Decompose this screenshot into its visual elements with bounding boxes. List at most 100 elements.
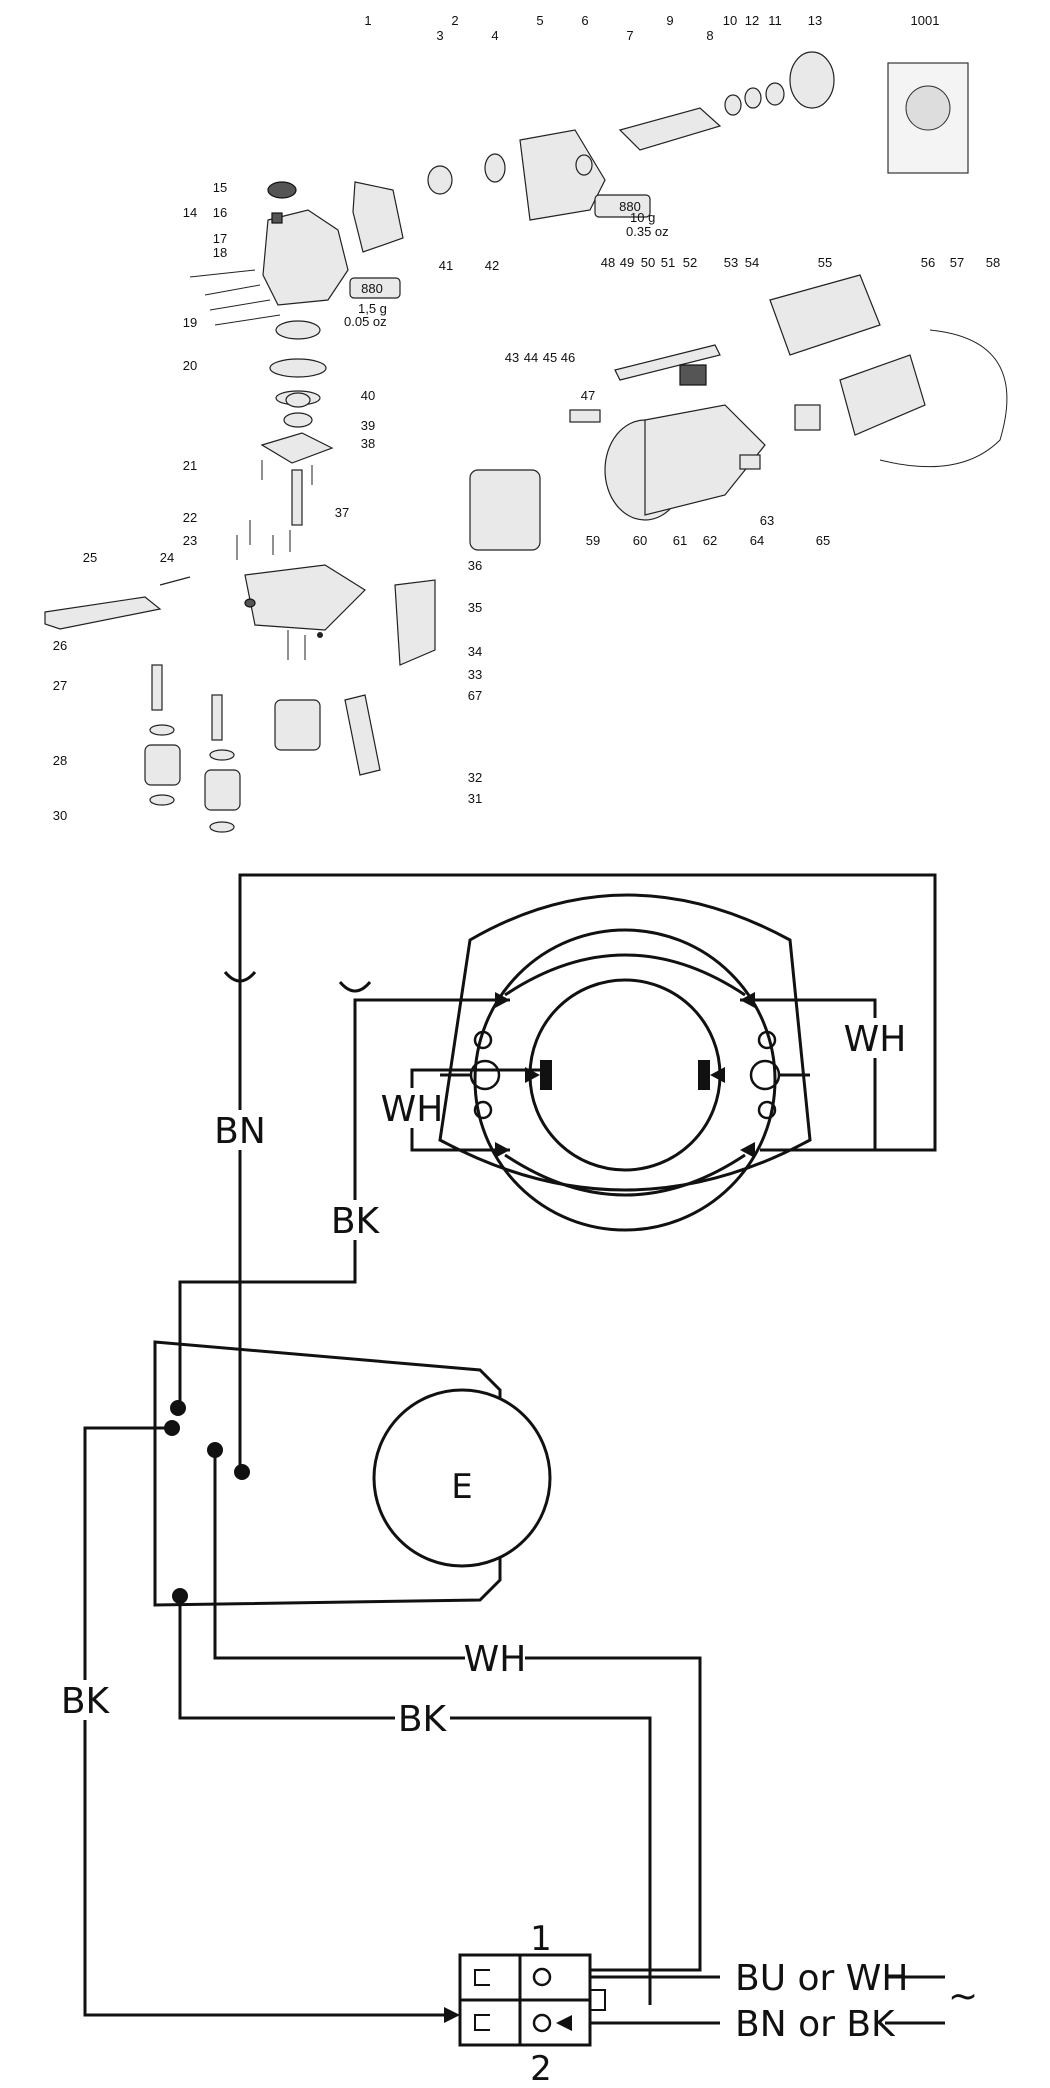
hole-r1 — [757, 1030, 777, 1050]
callout-7: 7 — [626, 28, 633, 43]
grease-tube-large-code: 880 — [619, 199, 641, 214]
pinion-3 — [427, 165, 453, 195]
callout-18: 18 — [213, 245, 227, 260]
washer-b — [209, 749, 235, 761]
grease-tube-large — [594, 194, 651, 218]
cable-58 — [879, 329, 1008, 468]
supply-2-label: BN or BK — [735, 2004, 896, 2045]
electronics-circle — [372, 1388, 552, 1568]
switch-contact-1 — [474, 1969, 490, 1986]
node-bk-a — [170, 1400, 186, 1416]
handle-55b — [839, 354, 926, 436]
callout-67: 67 — [468, 688, 482, 703]
grease-tube-small-code: 880 — [361, 281, 383, 296]
callout-2: 2 — [451, 13, 458, 28]
gear-housing — [262, 209, 349, 306]
air-guide-13 — [789, 51, 835, 109]
damper-28a — [144, 744, 181, 786]
callout-35: 35 — [468, 600, 482, 615]
callout-12: 12 — [745, 13, 759, 28]
callout-47: 47 — [581, 388, 595, 403]
switch-contact-2 — [474, 2014, 490, 2031]
callout-28: 28 — [53, 753, 67, 768]
ring-12 — [744, 87, 762, 109]
grease-tube-large-oz: 0.35 oz — [626, 224, 669, 239]
pole-lower — [504, 1153, 746, 1197]
brush-right — [698, 1060, 710, 1090]
callout-20: 20 — [183, 358, 197, 373]
callout-52: 52 — [683, 255, 697, 270]
screws-19 — [189, 269, 281, 326]
callout-49: 49 — [620, 255, 634, 270]
plug-cup-bk — [338, 981, 372, 993]
electronics-label: E — [451, 1467, 472, 1507]
terminal-arrow-1 — [495, 992, 510, 1008]
callout-60: 60 — [633, 533, 647, 548]
terminal-1-label: 1 — [530, 1919, 552, 1959]
callout-1: 1 — [364, 13, 371, 28]
brush-left — [540, 1060, 552, 1090]
brush-holder-64 — [739, 454, 761, 470]
housing-body — [644, 404, 766, 516]
plug-cup-bn — [223, 971, 257, 983]
wire-wh-bottom — [213, 1450, 702, 1972]
ac-symbol: ~ — [948, 1976, 978, 2017]
screws-21-22-23 — [236, 460, 313, 560]
spindle — [291, 469, 303, 526]
ring-11 — [765, 82, 785, 106]
callout-41: 41 — [439, 258, 453, 273]
switch-bridge — [590, 1989, 606, 2011]
wire-bn-loop — [238, 873, 937, 1152]
callout-55: 55 — [818, 255, 832, 270]
grease-tube-small — [349, 277, 401, 299]
terminal-arrow-3 — [495, 1142, 510, 1158]
switch-block: 1 2 BU or WH BN or BK ~ — [458, 1919, 978, 2088]
arrow-bk-left — [444, 2007, 460, 2023]
wire-labels: BN BK WH WH BK WH BK — [60, 1018, 906, 1740]
callout-42: 42 — [485, 258, 499, 273]
label-bk-bottom: BK — [398, 1699, 448, 1740]
washer-c — [149, 794, 175, 806]
motor-field — [438, 893, 812, 1232]
nut-26 — [244, 598, 256, 608]
callout-15: 15 — [213, 180, 227, 195]
callout-57: 57 — [950, 255, 964, 270]
label-bn-top: BN — [214, 1111, 266, 1152]
callout-3: 3 — [436, 28, 443, 43]
bearing-10 — [724, 94, 742, 116]
callout-50: 50 — [641, 255, 655, 270]
exploded-parts-view: 880 1,5 g 0.05 oz — [44, 13, 1008, 833]
callout-16: 16 — [213, 205, 227, 220]
callout-1001: 1001 — [911, 13, 940, 28]
armature-row: 880 10 g 0.35 oz — [427, 51, 969, 239]
callout-46: 46 — [561, 350, 575, 365]
terminal-2-label: 2 — [530, 2049, 552, 2088]
o-ring — [269, 358, 327, 378]
guard-35 — [394, 579, 436, 666]
callout-10: 10 — [723, 13, 737, 28]
callout-39: 39 — [361, 418, 375, 433]
callout-8: 8 — [706, 28, 713, 43]
callout-23: 23 — [183, 533, 197, 548]
callout-37: 37 — [335, 505, 349, 520]
armature-9 — [618, 107, 722, 151]
kit-1001-icon — [905, 85, 951, 131]
wiring-diagram: E 1 2 BU or WH BN or BK ~ BN BK — [60, 873, 978, 2088]
callout-21: 21 — [183, 458, 197, 473]
lever-25 — [44, 596, 162, 630]
gear-housing-group: 880 1,5 g 0.05 oz — [44, 181, 436, 833]
hole-l1 — [473, 1030, 493, 1050]
wire-wh-right — [740, 998, 877, 1150]
callout-51: 51 — [661, 255, 675, 270]
callout-36: 36 — [468, 558, 482, 573]
bearing-4 — [484, 153, 506, 183]
damper-31 — [274, 699, 321, 751]
grease-tube-small-oz: 0.05 oz — [344, 314, 387, 329]
damper-28b — [204, 769, 241, 811]
wire-bk-left-long — [83, 1426, 450, 2017]
brush-arrow-right — [710, 1067, 725, 1083]
hole-l2 — [473, 1100, 493, 1120]
callout-65: 65 — [816, 533, 830, 548]
bolt-27 — [151, 664, 163, 711]
